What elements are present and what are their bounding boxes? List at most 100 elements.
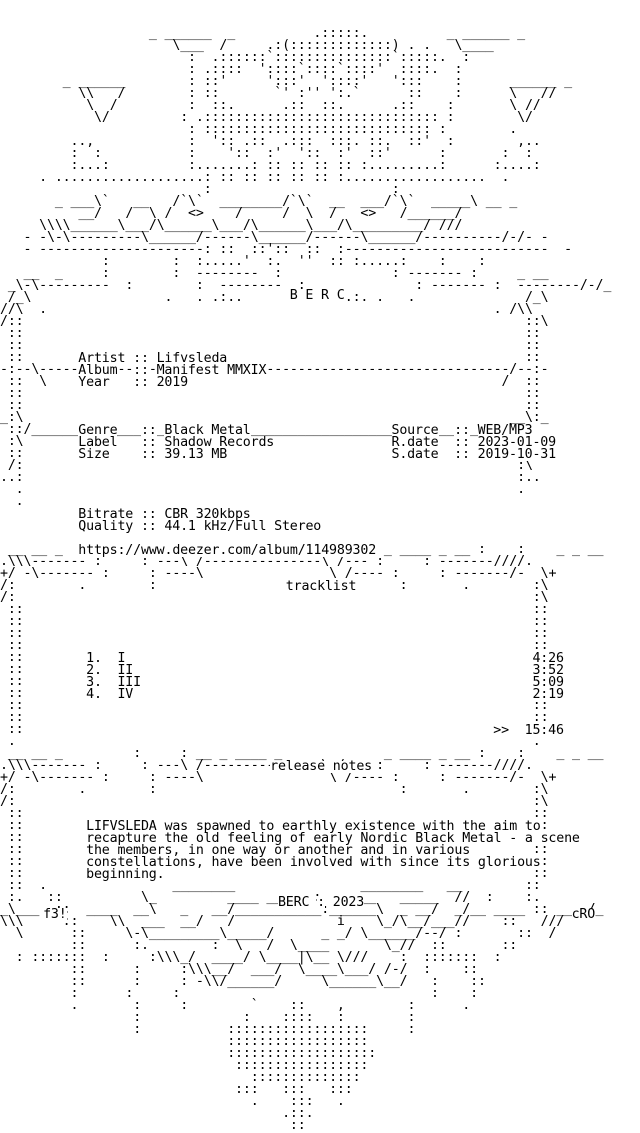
ascii-art-line: :: :: (0, 626, 549, 641)
ascii-art-line: :: :: (0, 614, 549, 629)
ascii-art-line: :: :: (0, 710, 549, 725)
ascii-art-line: \\\ :: \\ ___ __/ / i \_/\__/___// :: //… (0, 914, 565, 929)
bitrate-value: CBR 320kbps (164, 507, 251, 523)
ascii-art-line: ..: :.. (0, 470, 541, 485)
field-separator: :: (454, 447, 470, 463)
release-notes-line: LIFVSLEDA was spawned to earthly existen… (86, 819, 541, 835)
ascii-art-line: :::::::::::::: (0, 1070, 361, 1085)
ascii-art-line: _ ___\` __ /`\` ________/`\` __ ___/`\` … (0, 194, 518, 209)
ascii-art-line: __/ / \ / <> / / \ / <> /______/ (0, 206, 463, 221)
track-title: IV (117, 687, 134, 703)
ascii-art-line: : : :.....' :. '' :: :.....: : : (0, 254, 486, 269)
ascii-art-line: : : : ':: :' ':: :' ::' : : : (0, 146, 533, 161)
ascii-art-line: __ __ _ : : __ _ ____ _ _ ____ _ __ : : … (0, 746, 604, 761)
ascii-art-line: ::: ::: ::: (0, 1082, 353, 1097)
ascii-art-line: __ _ : : -------- : : ------- : _ __ (0, 266, 549, 281)
track-number: 4. (86, 687, 102, 703)
quality-value: 44.1 kHz/Full Stereo (164, 519, 322, 535)
ascii-art-line: /:: ::\ (0, 314, 549, 329)
field-separator: :: (454, 435, 470, 451)
ascii-art-line: :: :: (0, 338, 541, 353)
ascii-art-line: \ :: \-\_________\_____/ _ _/ \______/--… (0, 926, 557, 941)
ascii-art-line: /_\ . . .:.. ..:. . . /_\ (0, 290, 549, 305)
ascii-art-line: :...: :.......: :: :: :: :: :.........: … (0, 158, 541, 173)
track-title: III (117, 675, 141, 691)
ascii-art-line: ::::::::::::::::::: (0, 1046, 377, 1061)
source-value: WEB/MP3 (477, 423, 533, 439)
ascii-art-line: :: :: (0, 386, 541, 401)
release-notes-line: beginning. (86, 867, 165, 883)
size-label: Size (78, 447, 110, 463)
track-time: 4:26 (532, 651, 564, 667)
track-number: 3. (86, 675, 102, 691)
ascii-art-line: \___ / .:(:::::::::::::) . . \____ (0, 38, 494, 53)
track-number: 1. (86, 651, 102, 667)
field-separator: :: (133, 363, 149, 379)
track-time: 5:09 (532, 675, 564, 691)
ascii-art-line: : .:::: '::::`::::`::::' ::::. : (0, 62, 463, 77)
track-time: 2:19 (532, 687, 564, 703)
ascii-art-line: . ::: . (0, 1094, 345, 1109)
tag-right: cRO (571, 906, 596, 922)
ascii-art-line: . (0, 494, 24, 509)
ascii-art-line: :: :: (0, 398, 541, 413)
ascii-art-line: /: :\ (0, 458, 533, 473)
ascii-art-line: :: : : -\\/______/ \______\__/ : :: (0, 974, 486, 989)
total-marker: >> (493, 723, 509, 739)
ascii-art-line: . : : ` :: , : . (0, 998, 471, 1013)
ascii-art-line: /: :\ (0, 590, 549, 605)
ascii-art-line: :: (0, 1118, 306, 1133)
ascii-art-line: : :::::::::::::::::: : (0, 1022, 416, 1037)
ascii-art-line: . ...................: :: :: :: :: :: :.… (0, 170, 510, 185)
size-value: 39.13 MB (164, 447, 228, 463)
ascii-art-line: :: :: (0, 806, 549, 821)
ascii-art-line: _\-\--------- : : -------- : : ------- :… (0, 278, 612, 293)
ascii-art-line: : ::::::: : :\\\_/ ____/ \____|\__ \/// … (0, 950, 502, 965)
field-separator: :: (140, 435, 157, 451)
ascii-art-line: :: :: (0, 350, 541, 365)
ascii-art-line: - -\-\---------\______/------\______/---… (0, 230, 549, 245)
ascii-art-line: : : : : : (0, 986, 479, 1001)
ascii-art-line: :: \ / :: (0, 374, 541, 389)
tag-left: f3! (43, 906, 67, 922)
track-title: II (117, 663, 134, 679)
quality-label: Quality (78, 519, 134, 535)
ascii-art-line: +/ -\------- : : ----\ \ /---- : : -----… (0, 770, 557, 785)
track-title: I (117, 651, 126, 667)
field-separator: :: (140, 423, 157, 439)
year-label: Year (78, 375, 110, 391)
ascii-art-line: _ ______ : ::' ':::' '::::' '::: : _____… (0, 74, 572, 89)
total-time: 15:46 (524, 723, 564, 739)
ascii-art-line: \ / : ::. .:: ::. .:: : \ // (0, 98, 541, 113)
sdate-value: 2019-10-31 (477, 447, 556, 463)
ascii-art-line: .., : ':: .:: .::: :::. ::. ::' : ,.. (0, 134, 541, 149)
ascii-art-line: :: :: (0, 866, 549, 881)
rdate-label: R.date (391, 435, 439, 451)
footer-group: BERC (277, 894, 310, 910)
ascii-art-line: :. :: \_ ____ ____ : ____ _____ // : :. (0, 890, 541, 905)
bitrate-label: Bitrate (78, 507, 134, 523)
field-separator: :: (140, 447, 157, 463)
ascii-art-line: /: :\ (0, 794, 549, 809)
ascii-art-line: : : (0, 182, 400, 197)
album-url[interactable]: https://www.deezer.com/album/114989302 (78, 543, 377, 559)
track-time: 3:52 (532, 663, 564, 679)
field-separator: :: (133, 351, 149, 367)
field-separator: :: (454, 423, 470, 439)
label-value: Shadow Records (164, 435, 275, 451)
release-notes-title: release notes (270, 759, 372, 775)
track-number: 2. (86, 663, 102, 679)
rdate-value: 2023-01-09 (477, 435, 556, 451)
ascii-art-line: \/ : .:::::::::::::::::::::::::::::: : \… (0, 110, 533, 125)
ascii-art-line: :: :: (0, 698, 549, 713)
year-value: 2019 (156, 375, 188, 391)
ascii-art-line: +/ -\------- : : ----\ \ /---- : : -----… (0, 566, 557, 581)
genre-value: Black Metal (164, 423, 251, 439)
artist-value: Lifvsleda (156, 351, 228, 367)
tracklist-title: tracklist (285, 579, 357, 595)
ascii-art-line: _ ______ _ .:::::. _ ______ _ (0, 26, 525, 41)
release-notes-line: recapture the old feeling of early Nordi… (86, 831, 580, 847)
ascii-art-line: .\\\------- : : ---\ /---------------\ /… (0, 554, 533, 569)
ascii-art-line: - ---------------------: :: ::':: :: :--… (0, 242, 573, 257)
footer-year: 2023 (332, 894, 365, 910)
